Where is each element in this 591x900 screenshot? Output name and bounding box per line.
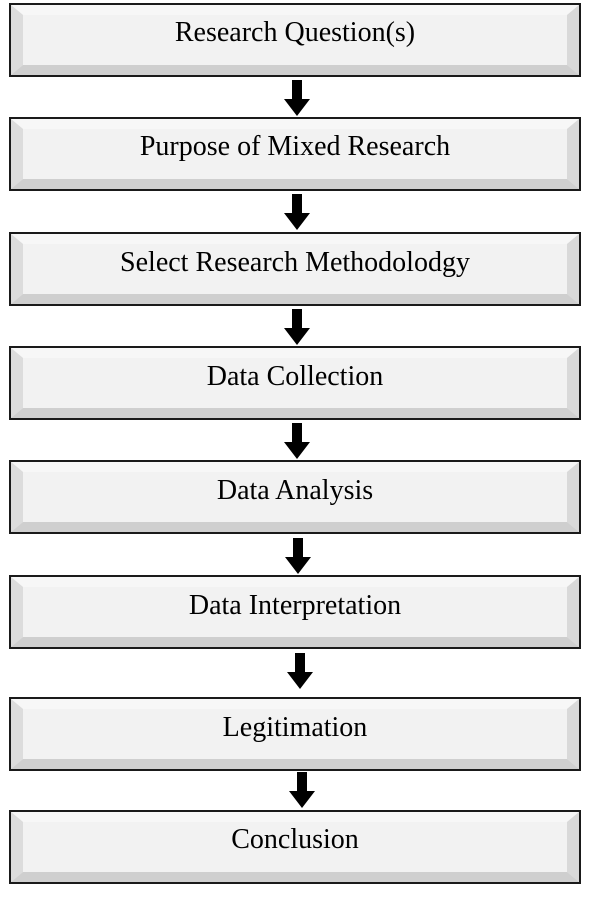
step-label: Select Research Methodolodgy bbox=[120, 247, 470, 278]
step-legitimation: Legitimation bbox=[9, 697, 581, 771]
down-arrow-icon bbox=[284, 194, 310, 230]
step-label: Research Question(s) bbox=[174, 17, 416, 48]
step-select-research-methodology: Select Research Methodolodgy bbox=[9, 232, 581, 306]
down-arrow-icon bbox=[284, 80, 310, 116]
step-label: Data Interpretation bbox=[188, 590, 402, 621]
step-data-analysis: Data Analysis bbox=[9, 460, 581, 534]
step-conclusion: Conclusion bbox=[9, 810, 581, 884]
box-bevel bbox=[11, 5, 579, 75]
down-arrow-icon bbox=[285, 538, 311, 574]
down-arrow-icon bbox=[284, 309, 310, 345]
box-bevel bbox=[11, 348, 579, 418]
step-research-questions: Research Question(s) bbox=[9, 3, 581, 77]
down-arrow-icon bbox=[284, 423, 310, 459]
step-data-collection: Data Collection bbox=[9, 346, 581, 420]
step-label: Conclusion bbox=[231, 824, 359, 855]
step-label: Purpose of Mixed Research bbox=[139, 131, 451, 162]
step-data-interpretation: Data Interpretation bbox=[9, 575, 581, 649]
box-bevel bbox=[11, 812, 579, 882]
box-bevel bbox=[11, 462, 579, 532]
box-bevel bbox=[11, 577, 579, 647]
step-label: Data Collection bbox=[206, 361, 384, 392]
box-bevel bbox=[11, 234, 579, 304]
step-label: Data Analysis bbox=[216, 475, 374, 506]
step-label: Legitimation bbox=[222, 712, 368, 743]
step-purpose-of-mixed-research: Purpose of Mixed Research bbox=[9, 117, 581, 191]
box-bevel bbox=[11, 119, 579, 189]
box-bevel bbox=[11, 699, 579, 769]
down-arrow-icon bbox=[289, 772, 315, 808]
down-arrow-icon bbox=[287, 653, 313, 689]
